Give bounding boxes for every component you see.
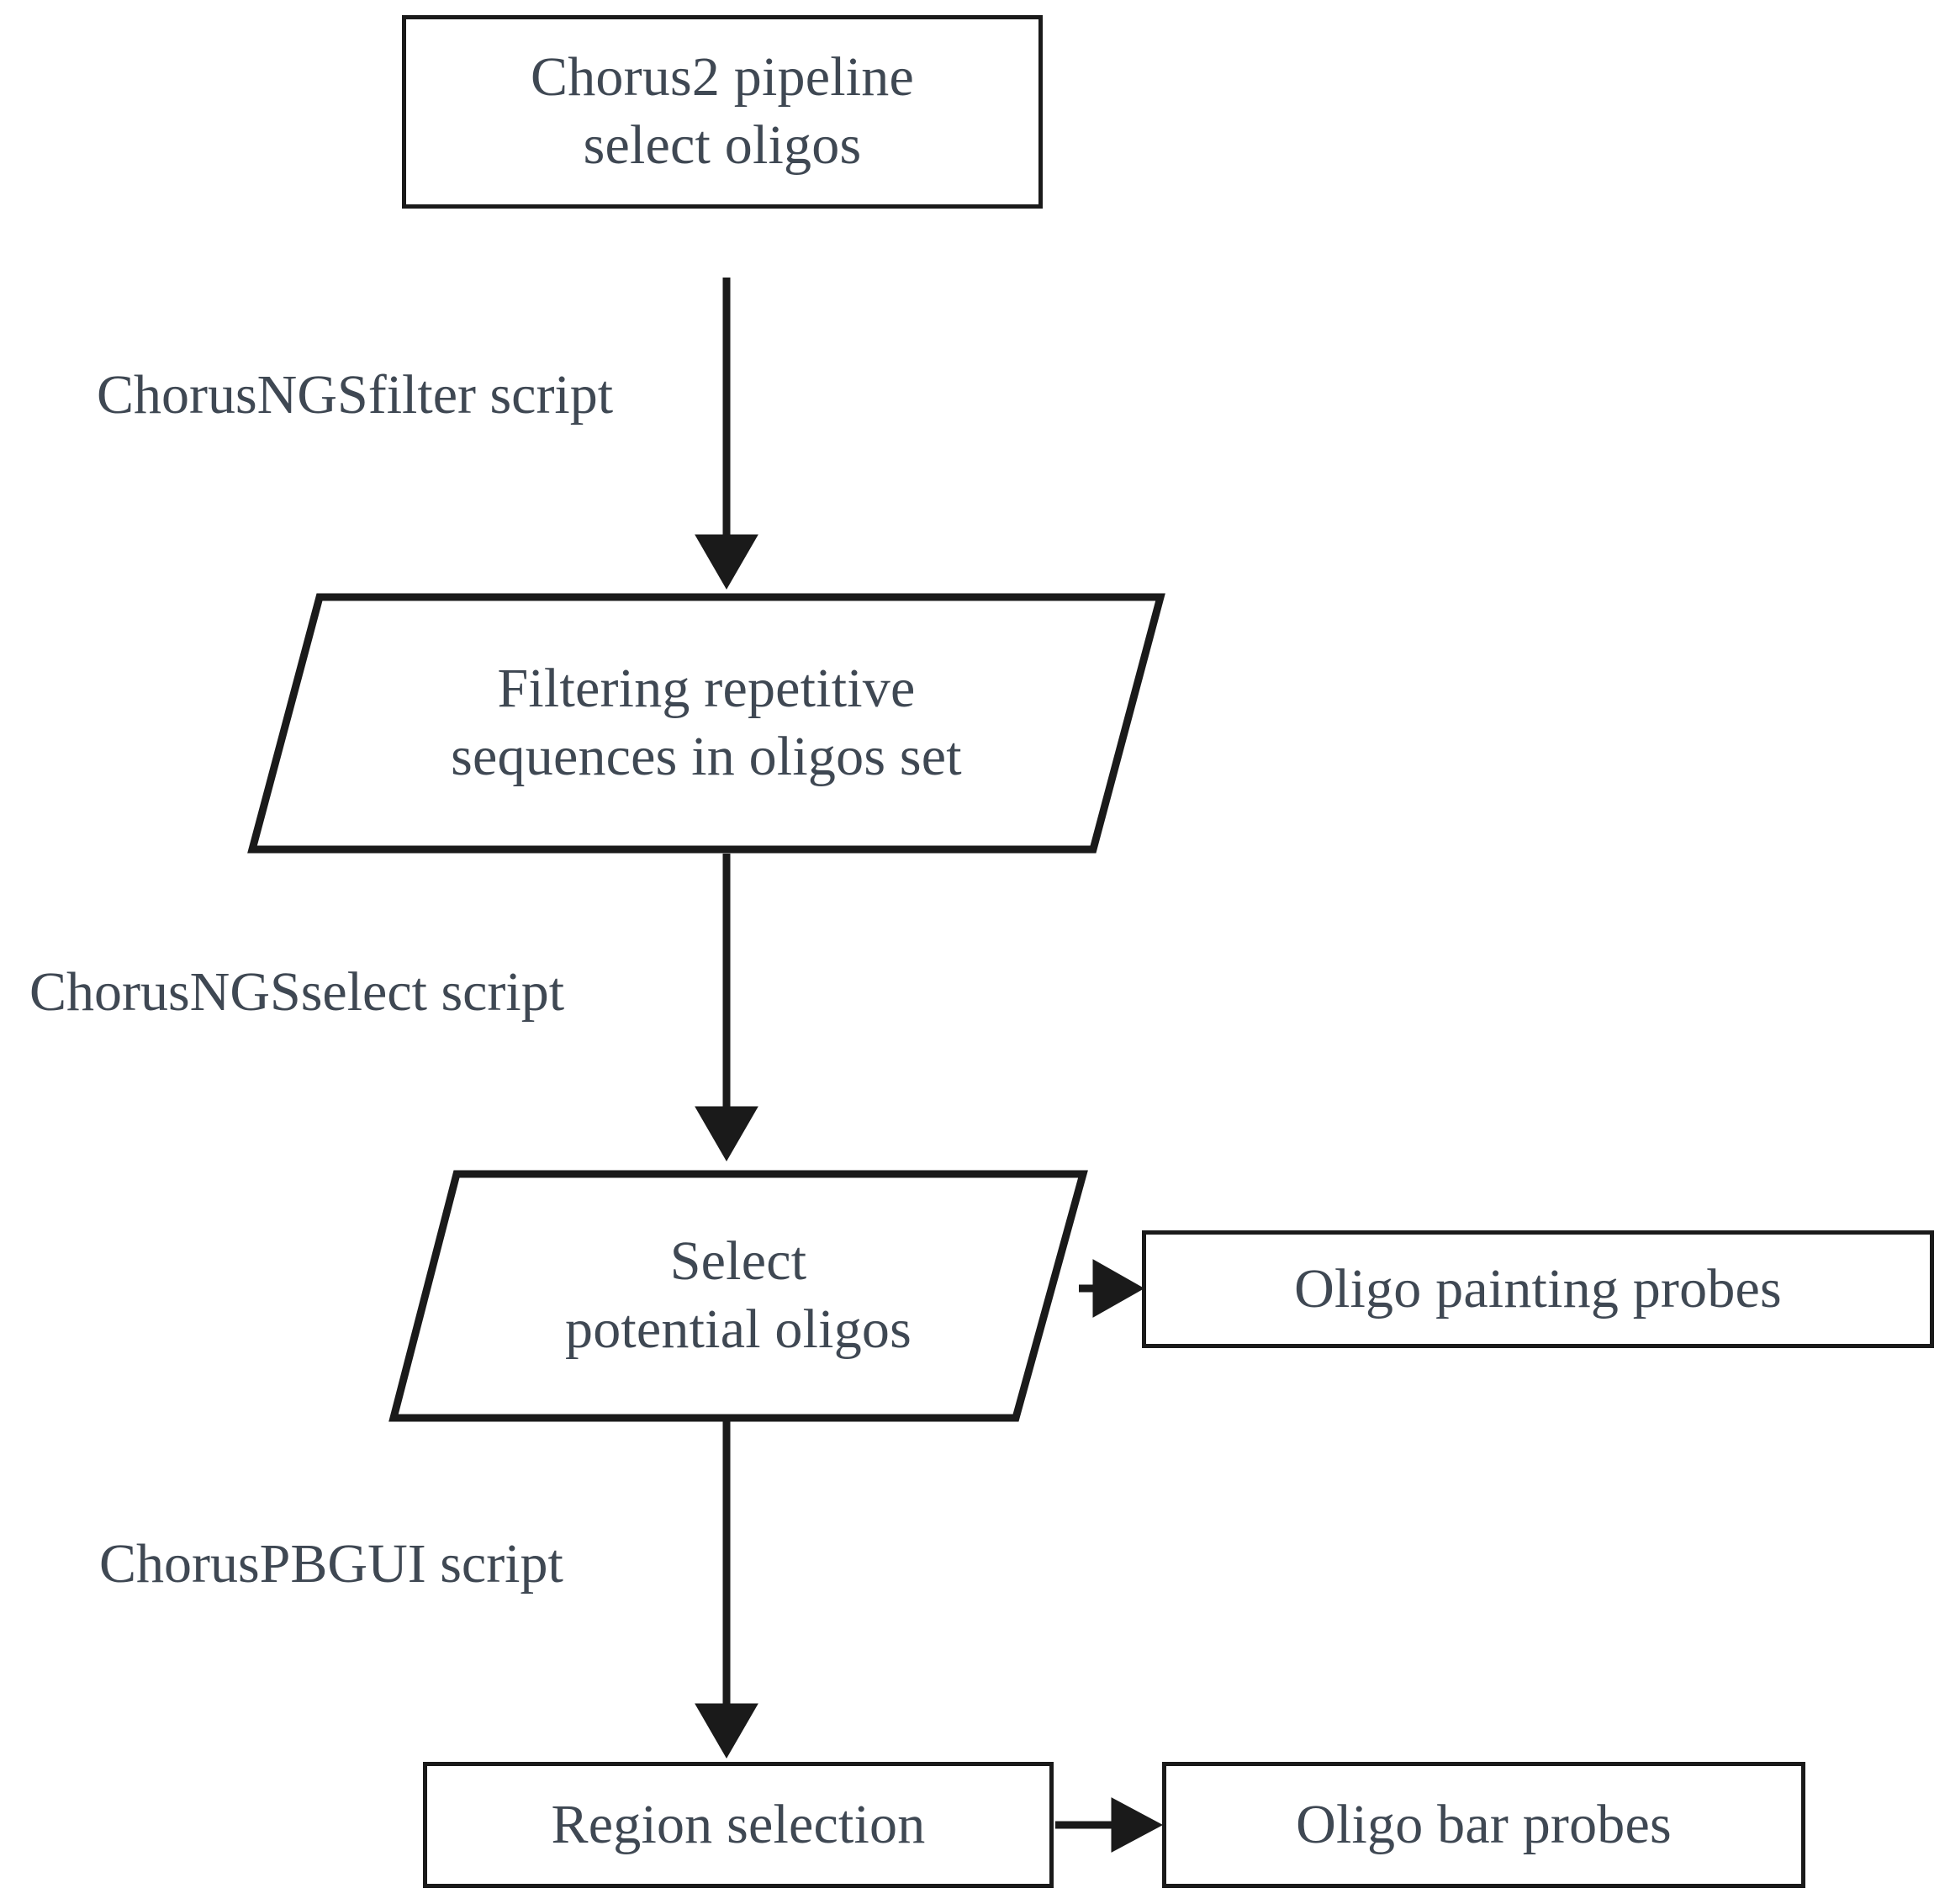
edge-label-chorusngsselect: ChorusNGSselect script (29, 961, 565, 1023)
node-region-selection[interactable]: Region selection (423, 1762, 1054, 1888)
node-oligo-bar-probes[interactable]: Oligo bar probes (1162, 1762, 1805, 1888)
arrow-select-to-region (695, 1421, 758, 1759)
arrow-filtering-to-select (695, 854, 758, 1161)
shape-filtering-repetitive (244, 589, 1169, 858)
node-select-potential-oligos[interactable]: Select potential oligos (565, 1230, 912, 1360)
node-chorus2-pipeline[interactable]: Chorus2 pipeline select oligos (402, 15, 1043, 209)
shape-select-potential-oligos (385, 1166, 1091, 1426)
edge-label-chorusngsfilter: ChorusNGSfilter script (97, 364, 614, 426)
arrow-region-to-bar (1055, 1797, 1164, 1853)
node-oligo-painting-probes[interactable]: Oligo painting probes (1142, 1230, 1934, 1348)
arrow-pipeline-to-filtering (695, 278, 758, 590)
node-filtering-repetitive[interactable]: Filtering repetitive sequences in oligos… (451, 658, 962, 787)
edge-label-choruspbgui: ChorusPBGUI script (99, 1533, 563, 1595)
